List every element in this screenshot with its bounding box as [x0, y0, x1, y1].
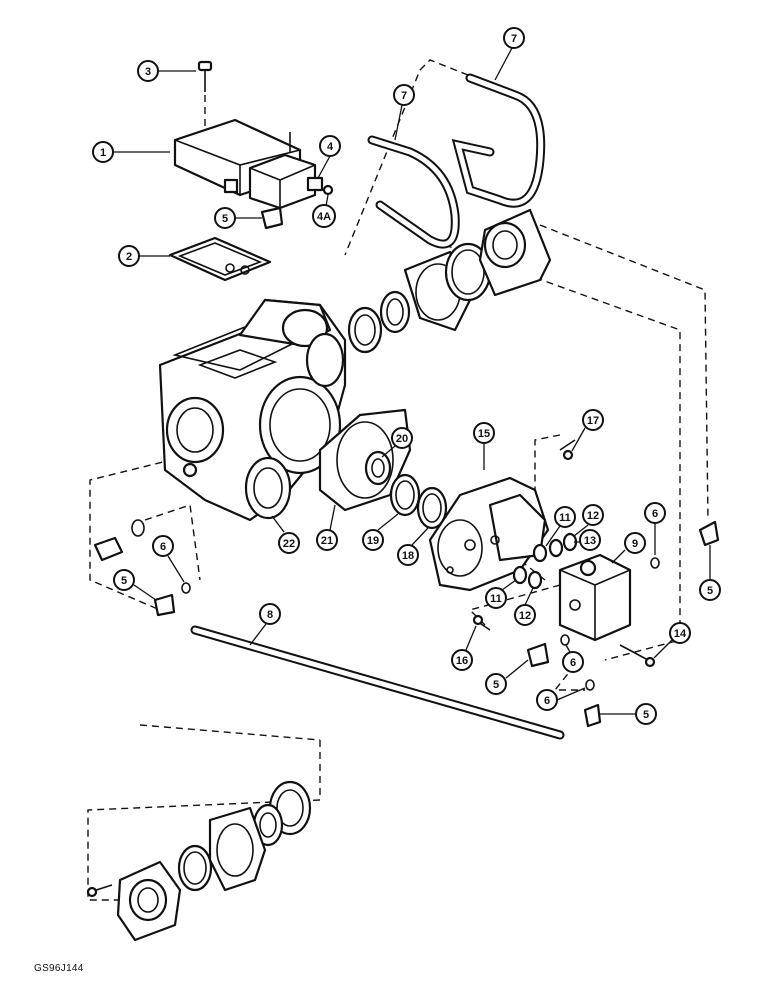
svg-text:19: 19 — [367, 535, 379, 547]
callout-12-bottom: 12 — [514, 587, 536, 626]
svg-text:6: 6 — [160, 541, 166, 553]
callout-16: 16 — [451, 625, 477, 671]
plug-left — [93, 519, 145, 562]
bolt-part-16 — [472, 614, 491, 631]
callout-6-bottom: 6 — [536, 687, 586, 711]
callout-5-right: 5 — [699, 545, 721, 601]
svg-text:5: 5 — [121, 575, 127, 587]
svg-text:12: 12 — [519, 610, 531, 622]
svg-text:14: 14 — [674, 628, 687, 640]
callout-5-top: 5 — [214, 207, 262, 229]
svg-text:5: 5 — [643, 709, 649, 721]
callout-22: 22 — [271, 515, 300, 554]
svg-text:1: 1 — [100, 147, 106, 159]
hose-part-7-short — [367, 135, 460, 249]
svg-text:6: 6 — [652, 508, 658, 520]
svg-text:20: 20 — [396, 433, 408, 445]
svg-text:7: 7 — [401, 90, 407, 102]
callout-1: 1 — [92, 141, 170, 163]
svg-text:5: 5 — [493, 679, 499, 691]
svg-text:6: 6 — [544, 695, 550, 707]
callout-4a: 4A — [312, 194, 336, 228]
svg-text:21: 21 — [321, 535, 333, 547]
main-housing-part-22 — [158, 298, 347, 522]
callout-7-left: 7 — [393, 84, 415, 141]
svg-text:5: 5 — [222, 213, 228, 225]
o-rings-part-6 — [181, 557, 660, 691]
valve-block-part-9 — [558, 553, 632, 642]
callout-11-bottom: 11 — [485, 579, 517, 609]
callout-17: 17 — [571, 409, 604, 452]
svg-text:12: 12 — [587, 510, 599, 522]
svg-text:3: 3 — [145, 66, 151, 78]
svg-text:16: 16 — [456, 655, 468, 667]
svg-text:18: 18 — [402, 550, 414, 562]
callout-12-top: 12 — [573, 504, 604, 537]
tube-part-8 — [190, 625, 565, 740]
callout-11-top: 11 — [545, 506, 576, 547]
svg-text:17: 17 — [587, 415, 599, 427]
svg-text:6: 6 — [570, 657, 576, 669]
callout-21: 21 — [316, 504, 338, 551]
svg-text:9: 9 — [632, 538, 638, 550]
callout-6-mid: 6 — [562, 644, 584, 673]
svg-text:7: 7 — [511, 33, 517, 45]
callout-5-left: 5 — [113, 569, 157, 601]
callout-5-mid: 5 — [485, 659, 529, 695]
callout-6-right: 6 — [644, 502, 666, 555]
svg-text:22: 22 — [283, 538, 295, 550]
seals-parts-11-12-13 — [512, 532, 578, 590]
bolt-part-17 — [559, 439, 576, 461]
bottom-bearing-group — [86, 780, 312, 942]
callout-8: 8 — [249, 603, 281, 646]
callout-5-bottom: 5 — [600, 703, 657, 725]
callout-13: 13 — [574, 529, 601, 551]
svg-text:13: 13 — [584, 535, 596, 547]
gasket-part-21 — [318, 408, 412, 512]
valve-body-part-1 — [173, 118, 317, 210]
callout-4: 4 — [317, 135, 341, 179]
callout-2: 2 — [118, 245, 170, 267]
svg-text:4: 4 — [327, 141, 334, 153]
callout-18: 18 — [397, 527, 429, 566]
hose-part-7-long — [451, 73, 546, 208]
upper-bearing-stack — [347, 208, 552, 354]
routing-lines — [87, 59, 709, 901]
callout-20: 20 — [381, 427, 413, 458]
bolt-part-14 — [619, 644, 656, 668]
svg-text:11: 11 — [559, 512, 571, 524]
callouts: 1 2 3 4 4A 5 5 5 5 5 6 6 6 6 7 7 8 9 11 … — [92, 27, 721, 725]
svg-text:15: 15 — [478, 428, 490, 440]
callout-3: 3 — [137, 60, 196, 82]
svg-text:2: 2 — [126, 251, 132, 263]
callout-6-left: 6 — [152, 535, 185, 583]
callout-9: 9 — [611, 532, 646, 564]
bearing-part-20 — [364, 450, 392, 486]
figure-reference-code: GS96J144 — [34, 963, 84, 974]
callout-7-right: 7 — [494, 27, 525, 81]
svg-text:5: 5 — [707, 585, 713, 597]
ring-part-19 — [389, 473, 421, 517]
pump-part-15 — [428, 476, 550, 592]
callout-19: 19 — [362, 513, 399, 551]
callout-14: 14 — [653, 622, 691, 659]
callout-15: 15 — [473, 422, 495, 470]
bolt-part-3 — [197, 60, 213, 92]
elbow-fittings-part-5 — [153, 520, 720, 728]
svg-text:11: 11 — [490, 593, 502, 605]
elbow-fitting-part-5-top — [260, 206, 284, 230]
svg-text:8: 8 — [267, 609, 273, 621]
svg-text:4A: 4A — [317, 211, 331, 223]
fitting-part-4 — [306, 176, 334, 196]
ring-part-18 — [416, 486, 448, 530]
gasket-part-2 — [168, 236, 272, 282]
